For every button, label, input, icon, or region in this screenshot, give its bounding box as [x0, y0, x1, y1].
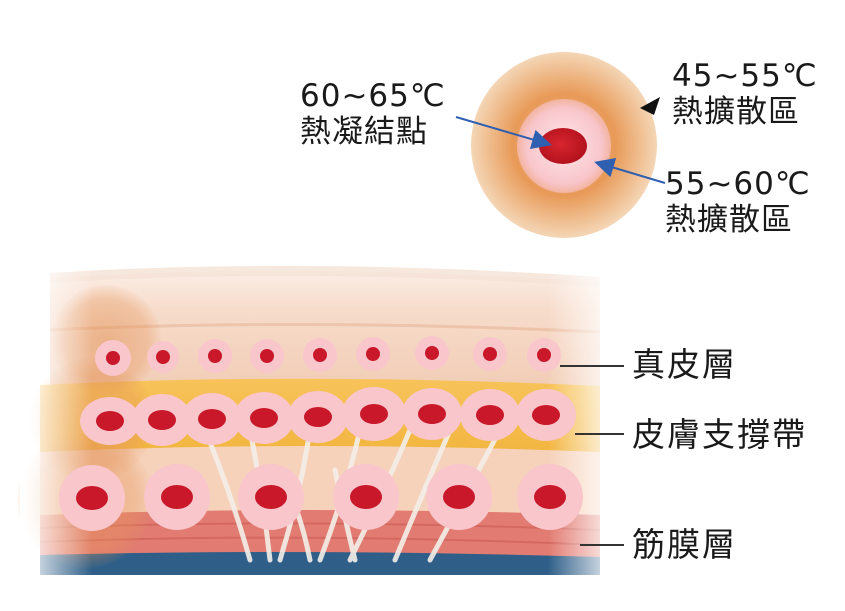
dermis-heat-points	[95, 336, 561, 376]
coagulation-point	[539, 128, 587, 164]
core-label: 60~65℃ 熱凝結點	[300, 78, 446, 150]
inner-arrow	[594, 157, 666, 184]
outer-zone-label: 45~55℃ 熱擴散區	[672, 58, 818, 130]
core-temp: 60~65℃	[300, 78, 446, 114]
layer-label-sms: 皮膚支撐帶	[632, 415, 807, 454]
heat-zone-illustration	[455, 52, 666, 238]
layer-leader-lines	[560, 365, 624, 546]
core-name: 熱凝結點	[300, 114, 428, 150]
core-arrow	[455, 116, 552, 150]
layer-label-fascia: 筋膜層	[632, 525, 737, 564]
layer-label-dermis: 真皮層	[632, 345, 737, 384]
inner-temp: 55~60℃	[665, 166, 811, 202]
inner-name: 熱擴散區	[665, 202, 793, 238]
outer-arrow-head	[640, 97, 660, 115]
outer-name: 熱擴散區	[672, 94, 800, 130]
fascia-heat-points	[59, 464, 583, 531]
inner-zone-label: 55~60℃ 熱擴散區	[665, 166, 811, 238]
outer-temp: 45~55℃	[672, 58, 818, 94]
sms-heat-points	[80, 387, 576, 446]
